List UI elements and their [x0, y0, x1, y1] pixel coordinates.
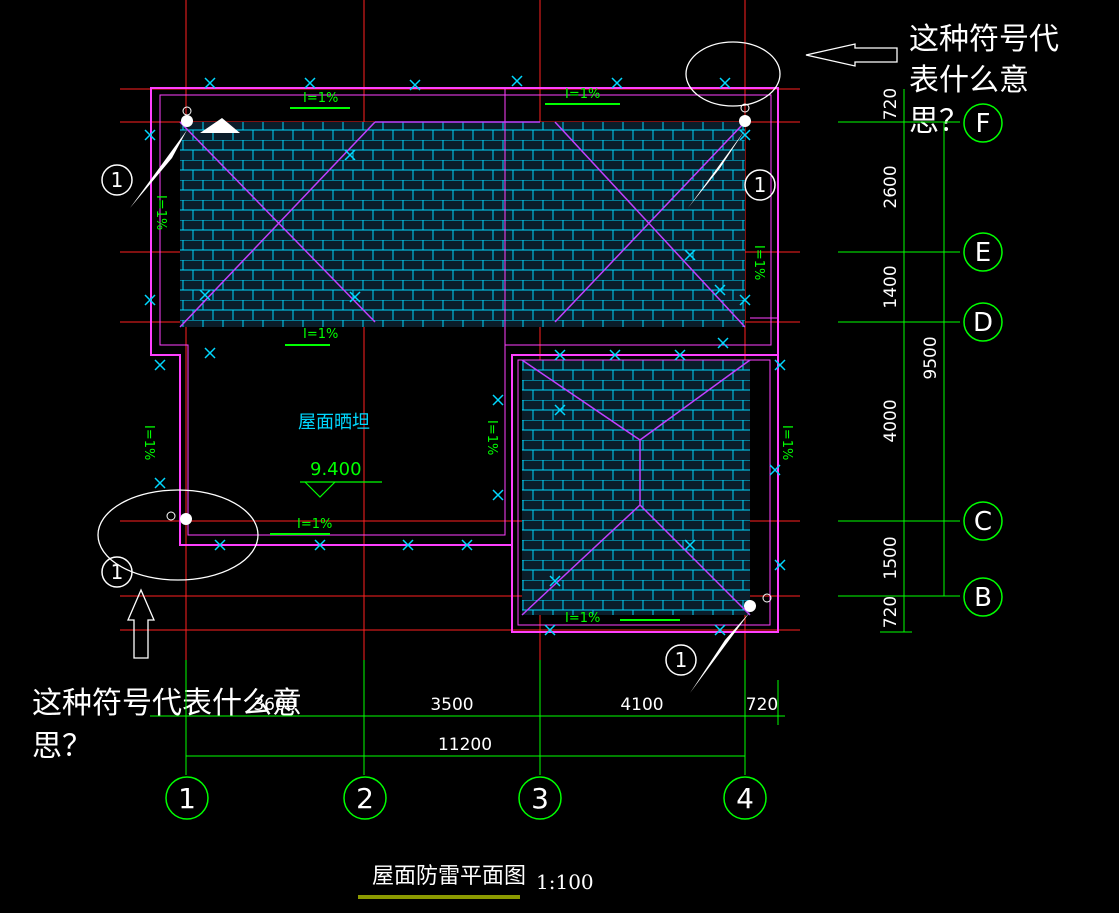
svg-text:4: 4	[736, 782, 754, 815]
svg-text:3: 3	[531, 782, 549, 815]
roof-ridges	[179, 121, 751, 616]
svg-text:这种符号代表什么意: 这种符号代表什么意	[32, 686, 302, 721]
slope-label: I=1%	[565, 611, 600, 626]
svg-text:9500: 9500	[921, 336, 941, 379]
svg-text:1: 1	[754, 173, 767, 197]
roof-tiles	[180, 122, 750, 615]
slope-arrows	[270, 103, 680, 621]
column-axis-bubbles	[165, 776, 767, 820]
svg-text:这种符号代: 这种符号代	[909, 22, 1059, 57]
bottom-dimensions	[150, 660, 785, 775]
slope-label: I=1%	[484, 420, 499, 455]
svg-text:720: 720	[881, 88, 901, 120]
elevation-symbol	[300, 481, 382, 498]
drawing-scale: 1:100	[536, 870, 594, 894]
svg-text:1400: 1400	[881, 265, 901, 308]
question-arrows	[127, 43, 898, 659]
svg-text:4100: 4100	[620, 695, 663, 715]
drawing-title: 屋面防雷平面图	[372, 864, 526, 889]
bottom-dimension-labels: 3600 3500 4100 720 11200	[253, 695, 778, 755]
svg-text:1: 1	[675, 648, 688, 672]
svg-text:C: C	[974, 507, 992, 537]
right-dimension-labels: 720 2600 1400 4000 1500 720 9500	[881, 88, 941, 628]
svg-text:2600: 2600	[881, 165, 901, 208]
svg-text:720: 720	[746, 695, 778, 715]
svg-text:3500: 3500	[430, 695, 473, 715]
question-highlights	[97, 41, 781, 581]
svg-text:表什么意: 表什么意	[909, 63, 1029, 98]
elevation-value: 9.400	[310, 459, 362, 480]
svg-text:1500: 1500	[881, 536, 901, 579]
slope-label: I=1%	[153, 195, 168, 230]
svg-text:B: B	[974, 583, 992, 613]
svg-text:E: E	[975, 238, 991, 268]
svg-text:1: 1	[111, 168, 124, 192]
svg-text:D: D	[973, 308, 993, 338]
svg-text:1: 1	[178, 782, 196, 815]
column-axis-labels: 1 2 3 4	[178, 782, 754, 815]
slope-labels: I=1% I=1% I=1% I=1% I=1% I=1% I=1% I=1% …	[141, 87, 794, 626]
svg-text:3600: 3600	[253, 695, 296, 715]
svg-text:2: 2	[356, 782, 374, 815]
row-axis-labels: F E D C B	[973, 109, 993, 613]
slope-label: I=1%	[751, 245, 766, 280]
slope-label: I=1%	[141, 425, 156, 460]
svg-text:11200: 11200	[438, 735, 492, 755]
svg-text:F: F	[976, 109, 991, 139]
lightning-rods	[130, 103, 772, 693]
question-bottom-left: 这种符号代表什么意 思？	[32, 686, 302, 764]
roof-outline	[150, 87, 779, 633]
right-dimensions	[838, 89, 960, 633]
roof-terrace-label: 屋面晒坦	[298, 412, 370, 433]
svg-text:4000: 4000	[881, 399, 901, 442]
slope-label: I=1%	[303, 91, 338, 106]
conductor-crosses	[144, 75, 786, 636]
slope-label: I=1%	[297, 517, 332, 532]
row-axis-bubbles	[963, 103, 1003, 617]
svg-text:720: 720	[881, 596, 901, 628]
slope-label: I=1%	[565, 87, 600, 102]
svg-text:思？: 思？	[32, 729, 92, 764]
slope-label: I=1%	[303, 327, 338, 342]
slope-label: I=1%	[779, 425, 794, 460]
